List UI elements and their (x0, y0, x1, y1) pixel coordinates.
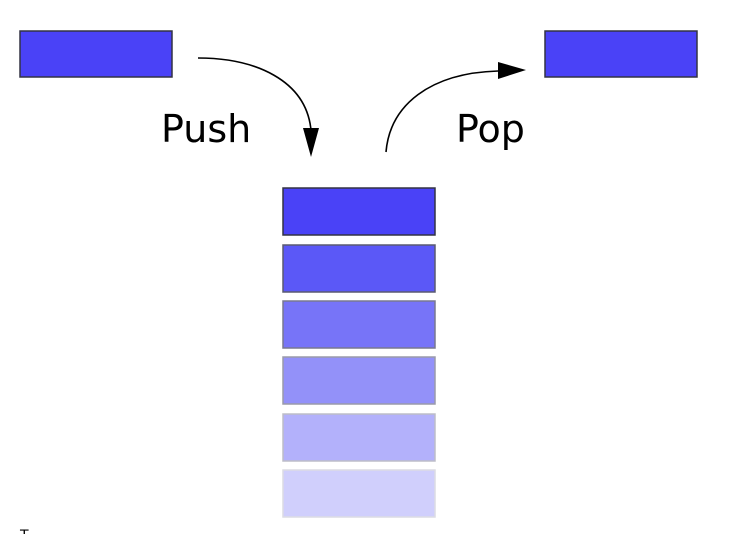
stack-item-5 (282, 413, 436, 462)
corner-mark: T (19, 528, 29, 534)
pop-arrow (385, 62, 526, 153)
outgoing-block (544, 30, 698, 78)
pop-label: Pop (456, 107, 525, 151)
incoming-block (19, 30, 173, 78)
stack-item-2 (282, 244, 436, 293)
stack (282, 187, 436, 518)
stack-item-3 (282, 300, 436, 349)
push-arrow (197, 57, 319, 157)
stack-item-1 (282, 187, 436, 236)
push-label: Push (161, 107, 251, 151)
stack-item-6 (282, 469, 436, 518)
stack-item-4 (282, 356, 436, 405)
